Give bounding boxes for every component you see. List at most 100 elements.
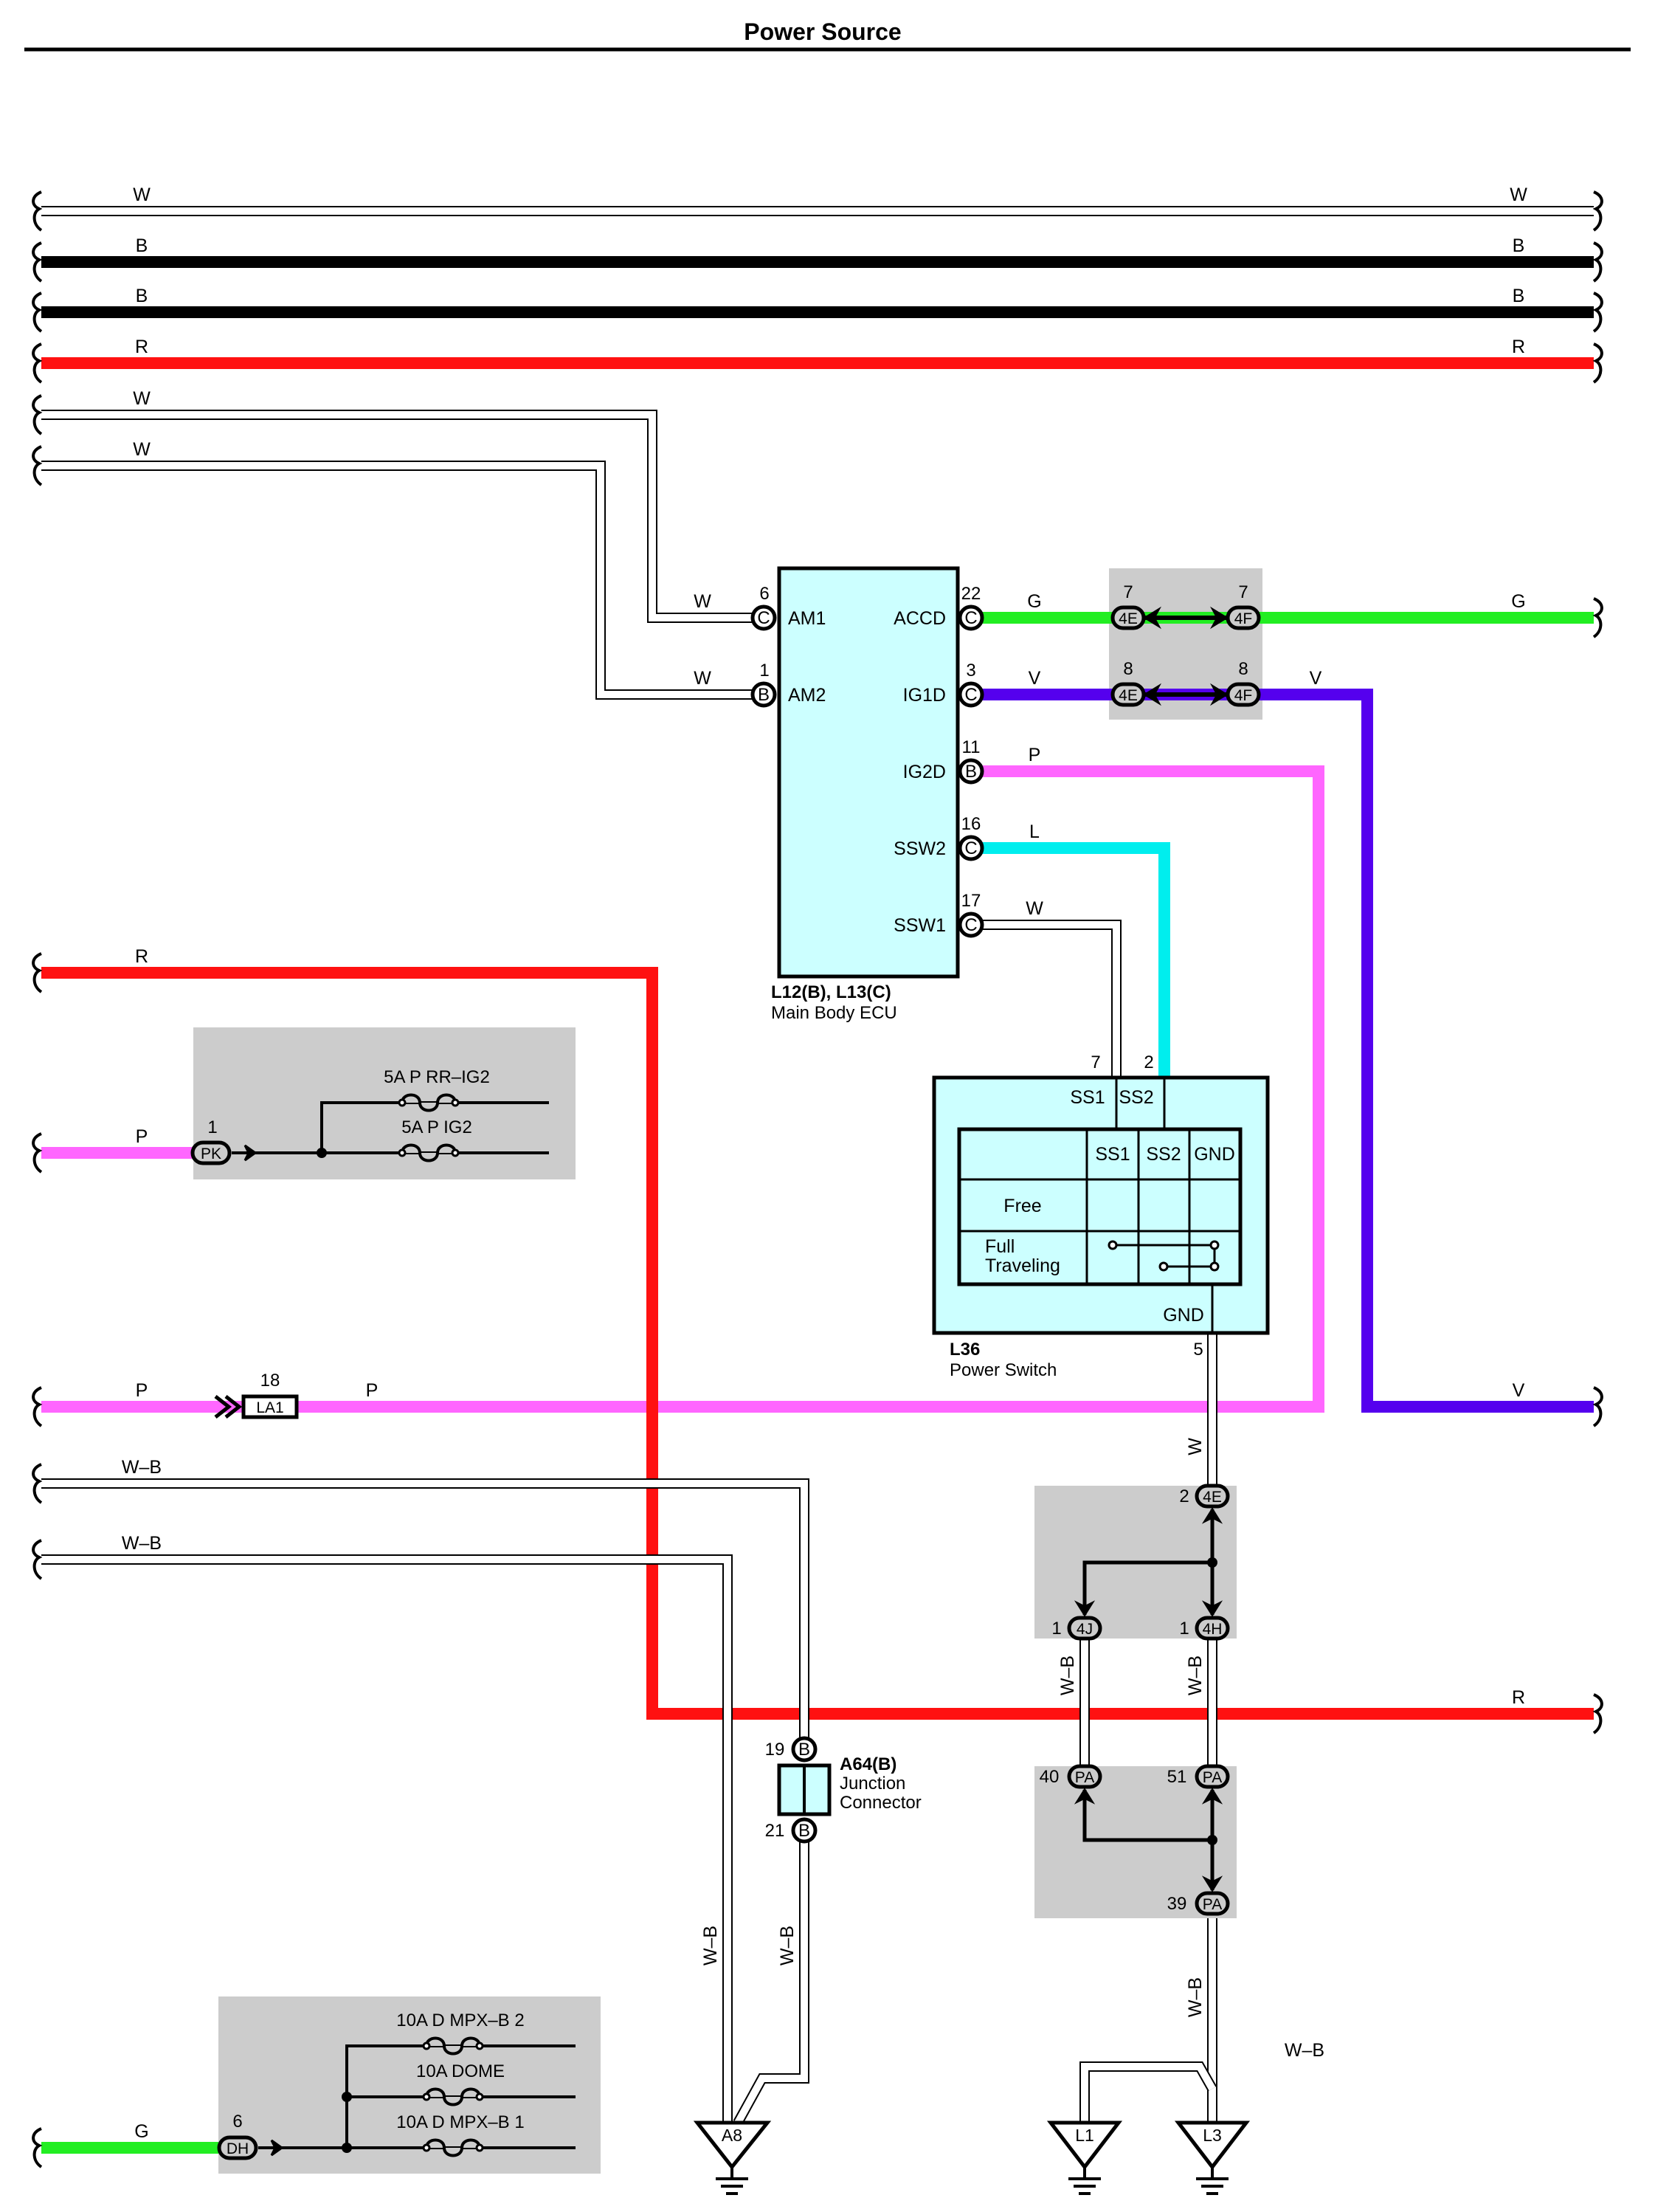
svg-text:G: G	[1027, 591, 1041, 612]
ground-a8: A8	[693, 2120, 772, 2195]
svg-text:G: G	[134, 2121, 148, 2142]
svg-text:W–B: W–B	[1057, 1655, 1078, 1695]
fuse-box-dh-contents: DH 6 10A D MPX–B 2 10A DOME 10A D MPX–B …	[217, 2011, 576, 2160]
svg-text:4E: 4E	[1119, 687, 1138, 704]
svg-text:C: C	[964, 915, 977, 935]
svg-text:4H: 4H	[1203, 1621, 1223, 1638]
a64-name-1: Junction	[840, 1774, 905, 1794]
svg-text:W: W	[133, 439, 151, 460]
svg-text:4F: 4F	[1234, 687, 1253, 704]
svg-text:R: R	[1512, 337, 1525, 357]
a64-ref: A64(B)	[840, 1754, 896, 1774]
svg-text:8: 8	[1238, 659, 1248, 679]
svg-text:R: R	[1512, 1687, 1525, 1708]
svg-text:C: C	[964, 838, 977, 858]
fuse-junction-dot	[317, 1148, 327, 1158]
svg-text:B: B	[798, 1821, 810, 1841]
page-title: Power Source	[744, 18, 901, 45]
ecu-terminal-am1: C 6 AM1	[750, 584, 826, 631]
svg-text:R: R	[135, 337, 148, 357]
svg-text:B: B	[758, 685, 770, 705]
wire-wb-l1	[1079, 2061, 1217, 2123]
power-switch: 7 2 SS1 SS2 SS1 SS2 GND Free Full Travel…	[932, 1052, 1270, 1380]
wire-w-am2	[41, 461, 762, 700]
svg-text:PA: PA	[1075, 1769, 1094, 1786]
svg-text:W–B: W–B	[777, 1926, 798, 1965]
svg-text:B: B	[1513, 235, 1525, 256]
svg-text:C: C	[757, 608, 770, 628]
ps-term-ss1: SS1	[1070, 1087, 1105, 1108]
fuse-10a-dome: 10A DOME	[416, 2061, 505, 2106]
svg-text:6: 6	[759, 584, 769, 604]
svg-text:10A D MPX–B 2: 10A D MPX–B 2	[396, 2011, 524, 2030]
fuse-box-dh	[218, 1996, 601, 2174]
svg-text:B: B	[1513, 286, 1525, 306]
svg-text:C: C	[964, 608, 977, 628]
svg-text:G: G	[1511, 591, 1525, 612]
svg-text:PA: PA	[1203, 1896, 1222, 1913]
junction-pa-contents: PA 40 PA 51 PA 39	[1040, 1764, 1230, 1916]
ground-l1: L1	[1046, 2120, 1123, 2195]
ecu-terminal-ig1d: C 3 IG1D	[903, 661, 984, 708]
svg-text:7: 7	[1238, 582, 1248, 602]
connector-pk: PK 1	[190, 1117, 258, 1165]
svg-text:W: W	[1510, 185, 1527, 205]
left-wire-brackets	[32, 190, 43, 2168]
svg-text:PK: PK	[201, 1145, 221, 1162]
svg-text:22: 22	[961, 584, 981, 604]
svg-text:IG1D: IG1D	[903, 685, 946, 706]
svg-text:L1: L1	[1075, 2126, 1094, 2145]
svg-text:1: 1	[1051, 1619, 1061, 1639]
svg-text:W: W	[1026, 898, 1043, 919]
wire-l-ssw2	[981, 842, 1170, 1078]
svg-text:SS2: SS2	[1146, 1144, 1181, 1165]
ps-term-gnd: GND	[1163, 1305, 1204, 1326]
svg-text:P: P	[366, 1380, 379, 1401]
ecu-terminal-ssw2: C 16 SSW2	[894, 814, 984, 861]
fuse-10a-d-mpx-b-1: 10A D MPX–B 1	[396, 2112, 525, 2157]
junction-4e-4f-connectors: 4E 7 4F 7 4E 8 4F 8	[1110, 582, 1261, 707]
svg-text:A8: A8	[722, 2126, 742, 2145]
svg-text:DH: DH	[227, 2140, 249, 2157]
svg-text:4F: 4F	[1234, 610, 1253, 627]
ecu-name: Main Body ECU	[771, 1003, 897, 1023]
wire-wb-2	[41, 1554, 733, 2123]
power-switch-box	[932, 1075, 1270, 1335]
ps-term-ss2: SS2	[1119, 1087, 1153, 1108]
wire-w-ssw1	[981, 920, 1122, 1078]
svg-text:4E: 4E	[1119, 610, 1138, 627]
svg-text:16: 16	[961, 814, 981, 834]
svg-text:6: 6	[232, 2112, 242, 2132]
ps-pin-ss2: 2	[1144, 1052, 1153, 1072]
svg-text:W: W	[694, 591, 711, 612]
connector-4h-1: 4H 1	[1179, 1616, 1230, 1641]
svg-text:W–B: W–B	[1185, 1977, 1206, 2017]
svg-text:B: B	[965, 762, 977, 782]
svg-text:ACCD: ACCD	[894, 608, 946, 629]
svg-text:11: 11	[962, 737, 981, 757]
svg-text:51: 51	[1167, 1767, 1187, 1787]
junction-4e-links	[1074, 1507, 1223, 1617]
ecu-ref: L12(B), L13(C)	[771, 982, 891, 1002]
svg-text:L3: L3	[1203, 2126, 1222, 2145]
ecu-terminal-ssw1: C 17 SSW1	[894, 891, 984, 938]
ecu-box	[777, 566, 960, 979]
fuse-5a-p-rr-ig2: 5A P RR–IG2	[384, 1067, 490, 1112]
svg-text:W–B: W–B	[1185, 1655, 1206, 1695]
svg-text:W–B: W–B	[1285, 2040, 1324, 2061]
svg-text:1: 1	[1179, 1619, 1189, 1639]
svg-text:W–B: W–B	[700, 1926, 721, 1965]
svg-text:8: 8	[1123, 659, 1133, 679]
ps-pin-gnd: 5	[1193, 1340, 1203, 1360]
svg-text:7: 7	[1123, 582, 1133, 602]
svg-text:W: W	[133, 388, 151, 409]
svg-text:L: L	[1029, 821, 1040, 842]
svg-text:39: 39	[1167, 1894, 1187, 1914]
connector-4j-1: 4J 1	[1051, 1616, 1102, 1641]
svg-text:AM2: AM2	[788, 685, 826, 706]
junction-4e-4j-4h-contents: 4E 2 4J 1 4H 1	[1051, 1484, 1230, 1641]
svg-text:5A P IG2: 5A P IG2	[401, 1117, 472, 1137]
svg-text:W–B: W–B	[122, 1457, 162, 1478]
svg-text:Full: Full	[985, 1236, 1015, 1257]
fuse-box-pk-contents: PK 1 5A P RR–IG2 5A P IG2	[190, 1067, 549, 1165]
